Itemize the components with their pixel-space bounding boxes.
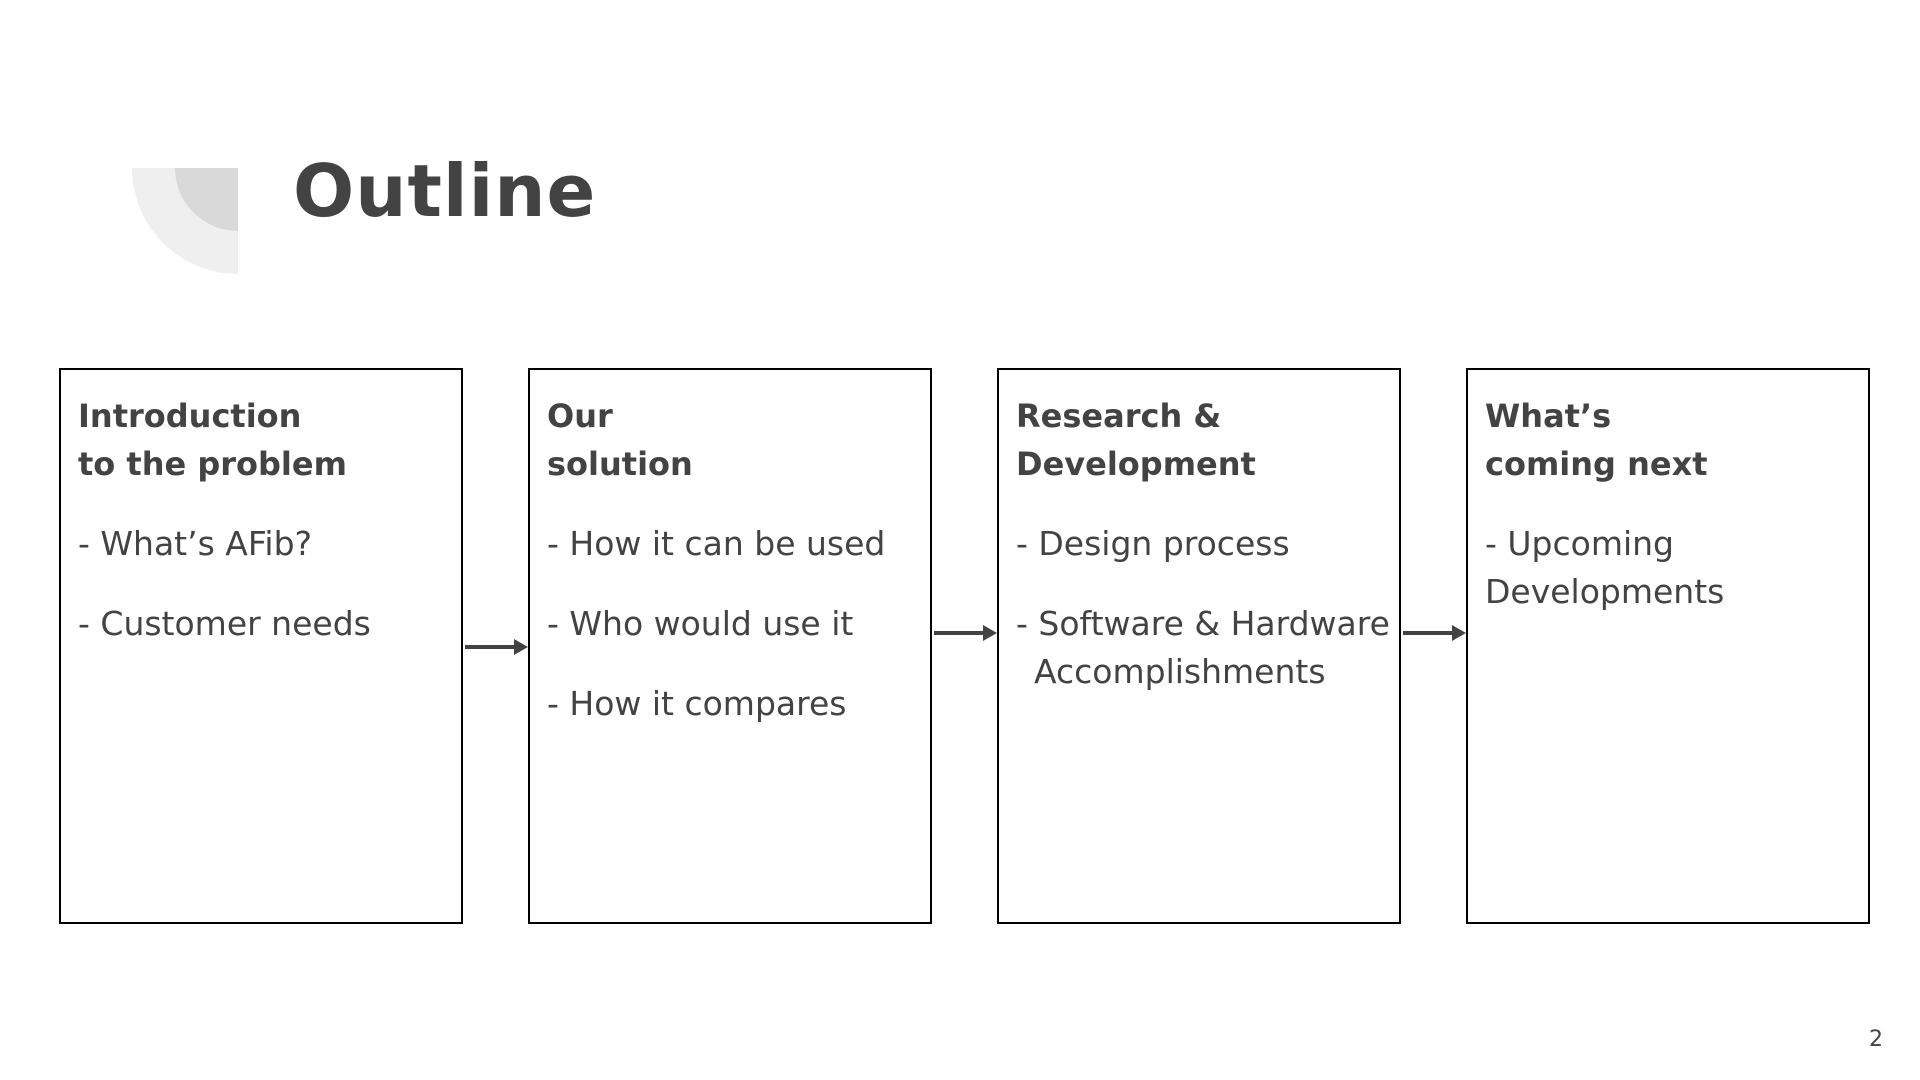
list-item-text-continued: Accomplishments [1034, 652, 1326, 691]
box-heading-line: solution [547, 445, 693, 483]
list-item: - Customer needs [78, 600, 453, 648]
list-item-text: - Customer needs [78, 604, 371, 643]
arrow-3-to-4 [1403, 625, 1466, 641]
list-item: - Upcoming Developments [1485, 520, 1860, 616]
outline-box-solution: Our solution - How it can be used - Who … [528, 368, 932, 924]
list-item-text: - Who would use it [547, 604, 854, 643]
list-item-text: - How it compares [547, 684, 847, 723]
list-item: - Design process [1016, 520, 1391, 568]
box-heading-line: Research & [1016, 397, 1222, 435]
box-heading: Our solution [547, 392, 922, 488]
list-item-text: - What’s AFib? [78, 524, 313, 563]
outline-box-introduction: Introduction to the problem - What’s AFi… [59, 368, 463, 924]
box-heading-line: What’s [1485, 397, 1612, 435]
box-item-list: - What’s AFib? - Customer needs [78, 520, 453, 648]
box-item-list: - How it can be used - Who would use it … [547, 520, 922, 728]
page-number: 2 [1869, 1027, 1883, 1052]
box-item-list: - Design process - Software & Hardware A… [1016, 520, 1391, 696]
outline-box-research: Research & Development - Design process … [997, 368, 1401, 924]
box-heading: What’s coming next [1485, 392, 1860, 488]
list-item: - Software & Hardware Accomplishments [1016, 600, 1391, 696]
box-heading: Research & Development [1016, 392, 1391, 488]
list-item: - What’s AFib? [78, 520, 453, 568]
list-item: - How it can be used [547, 520, 922, 568]
box-heading: Introduction to the problem [78, 392, 453, 488]
arrow-1-to-2 [465, 639, 528, 655]
arrow-2-to-3 [934, 625, 997, 641]
box-heading-line: Our [547, 397, 613, 435]
box-heading-line: coming next [1485, 445, 1708, 483]
box-item-list: - Upcoming Developments [1485, 520, 1860, 616]
slide-title: Outline [293, 149, 597, 233]
title-decoration-shape [132, 168, 238, 274]
outline-box-next: What’s coming next - Upcoming Developmen… [1466, 368, 1870, 924]
list-item-text: - Software & Hardware [1016, 604, 1390, 643]
box-heading-line: to the problem [78, 445, 347, 483]
list-item-text: - Upcoming [1485, 524, 1675, 563]
box-heading-line: Introduction [78, 397, 302, 435]
list-item: - How it compares [547, 680, 922, 728]
box-heading-line: Development [1016, 445, 1256, 483]
list-item-text: - Design process [1016, 524, 1290, 563]
list-item-text: - How it can be used [547, 524, 886, 563]
list-item-text-continued: Developments [1485, 572, 1725, 611]
list-item: - Who would use it [547, 600, 922, 648]
